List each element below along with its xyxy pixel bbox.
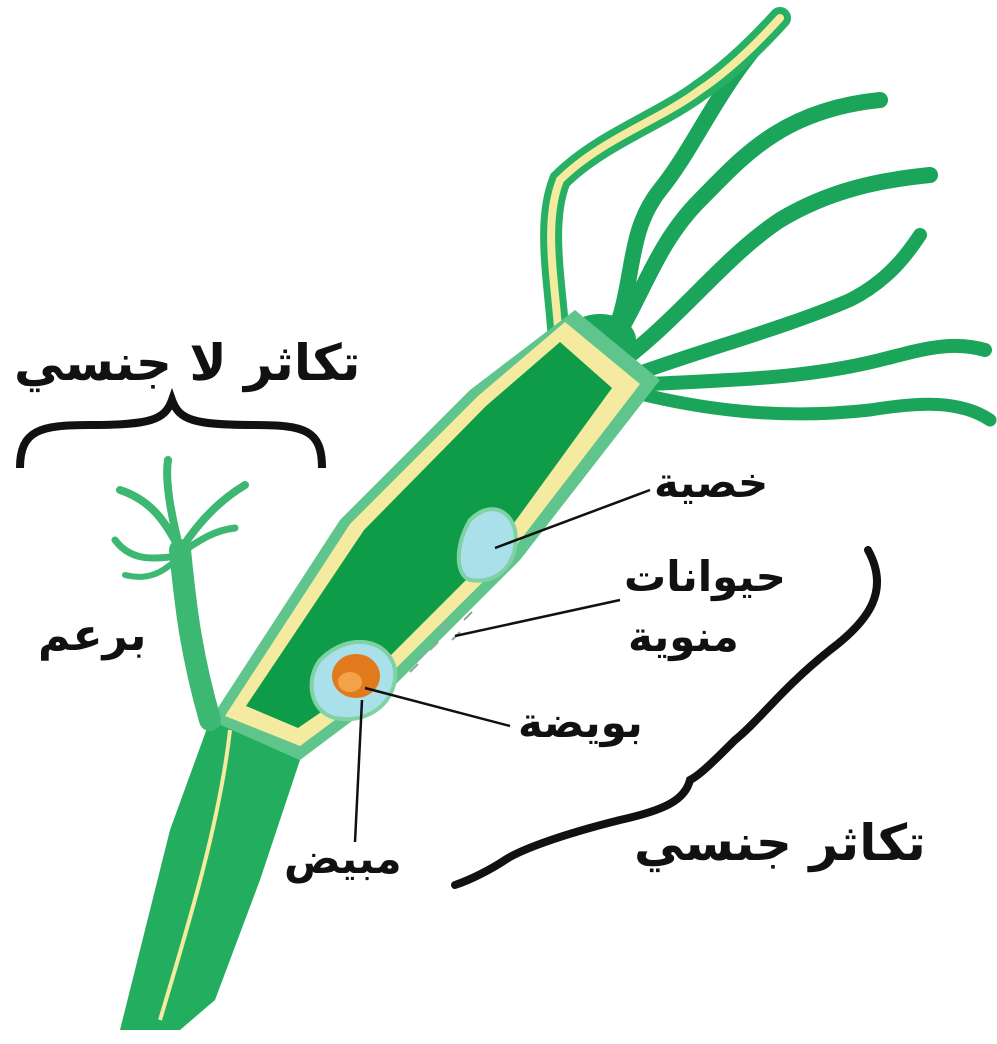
main-tentacles	[600, 20, 990, 420]
bud-illustration	[115, 460, 245, 720]
sexual-reproduction-label: تكاثر جنسي	[634, 818, 926, 868]
stalk	[120, 720, 300, 1030]
ovary-label: مبيض	[284, 838, 402, 880]
sperm-label-line2: منوية	[628, 616, 739, 658]
bud-label: برعم	[38, 614, 146, 658]
testis-label: خصية	[654, 462, 768, 504]
egg-label: بويضة	[518, 702, 643, 744]
sperm-label-line1: حيوانات	[624, 556, 786, 598]
asexual-reproduction-label: تكاثر لا جنسي	[14, 338, 360, 388]
